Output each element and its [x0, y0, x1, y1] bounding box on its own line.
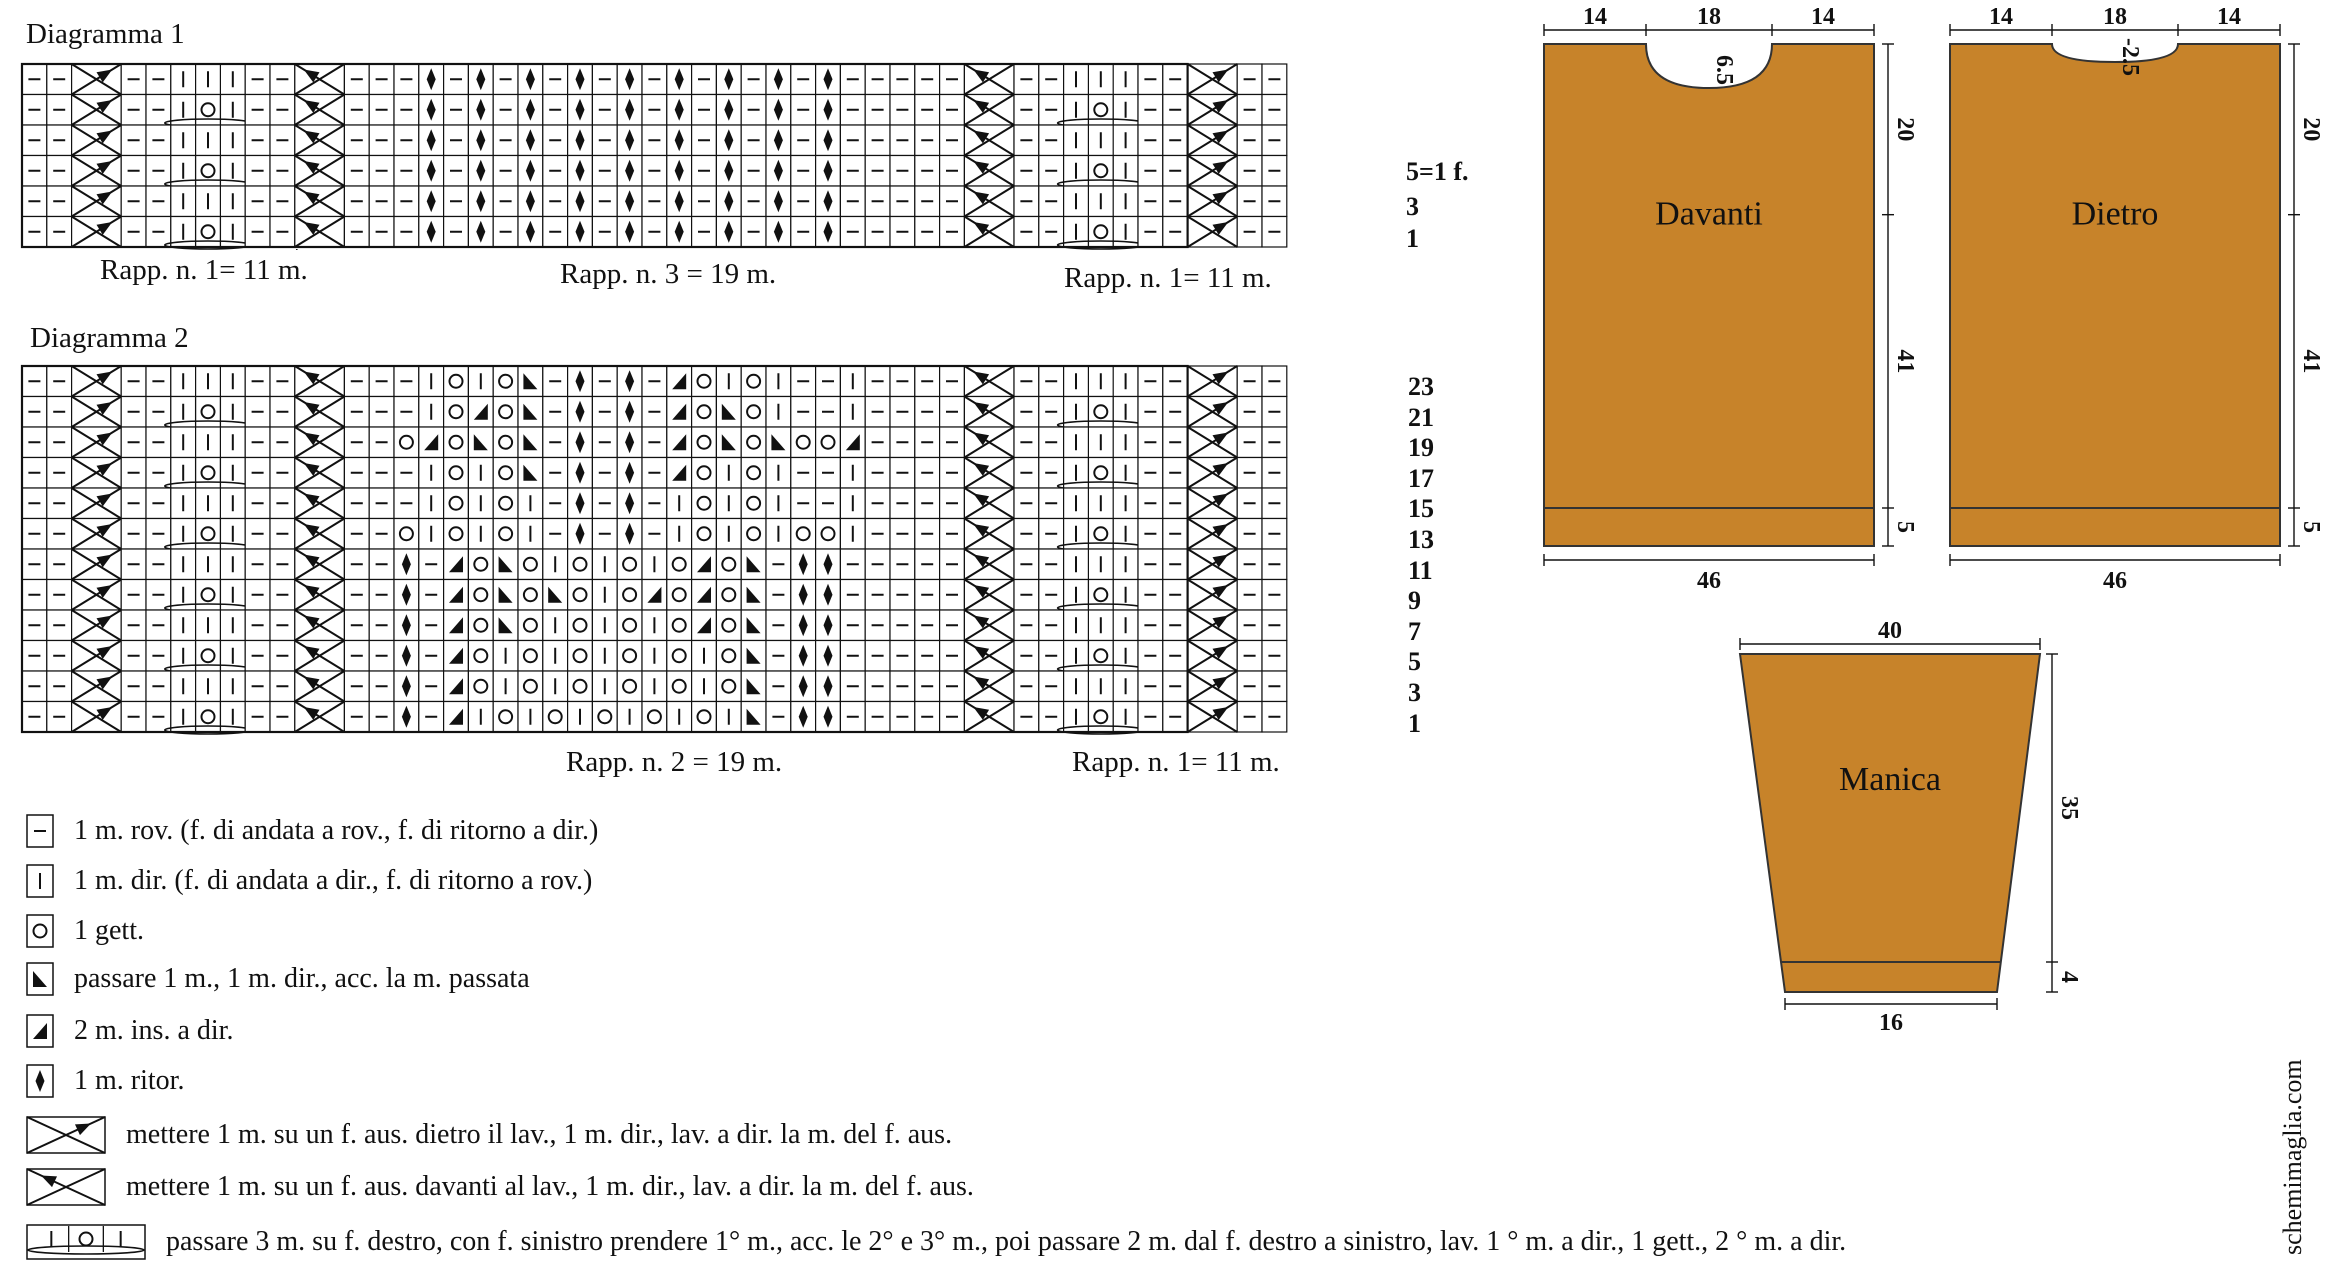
svg-text:4: 4	[2056, 971, 2082, 983]
diagram1-repeat-label: Rapp. n. 1= 11 m.	[1064, 262, 1272, 294]
back-piece	[1949, 24, 2300, 566]
legend-item-purl-dash: 1 m. rov. (f. di andata a rov., f. di ri…	[26, 814, 598, 848]
svg-text:41: 41	[2298, 349, 2324, 373]
diagram2-row-label: 21	[1408, 402, 1434, 432]
chart-row	[21, 395, 1288, 430]
legend-text: 1 gett.	[74, 915, 144, 946]
ssk-left-triangle-icon	[26, 962, 54, 996]
three-stitch-wrap-icon	[26, 1224, 146, 1260]
chart-row	[21, 365, 1288, 398]
chart-row	[21, 93, 1288, 128]
twisted-diamond-icon	[26, 1064, 54, 1098]
diagram2-row-label: 11	[1408, 555, 1433, 585]
legend-text: mettere 1 m. su un f. aus. dietro il lav…	[126, 1119, 953, 1150]
chart-row	[21, 578, 1288, 613]
diagram1-chart	[20, 62, 1288, 250]
svg-text:-2.5: -2.5	[2117, 38, 2143, 76]
legend-item-cross-front: mettere 1 m. su un f. aus. davanti al la…	[26, 1168, 974, 1206]
chart-row	[21, 426, 1288, 459]
legend-item-k2tog-right-triangle: 2 m. ins. a dir.	[26, 1014, 233, 1048]
legend-text: 1 m. dir. (f. di andata a dir., f. di ri…	[74, 865, 593, 896]
legend-text: passare 3 m. su f. destro, con f. sinist…	[166, 1226, 1847, 1257]
svg-text:6.5: 6.5	[1711, 55, 1737, 85]
diagram1-repeat-label: Rapp. n. 1= 11 m.	[100, 254, 308, 286]
diagram2-row-label: 23	[1408, 372, 1434, 401]
legend-item-three-stitch-wrap: passare 3 m. su f. destro, con f. sinist…	[26, 1224, 1846, 1260]
diagram1-title: Diagramma 1	[26, 18, 185, 50]
diagram2-title: Diagramma 2	[30, 322, 189, 354]
legend-text: passare 1 m., 1 m. dir., acc. la m. pass…	[74, 963, 530, 994]
svg-text:18: 18	[1697, 4, 1721, 30]
legend-item-ssk-left-triangle: passare 1 m., 1 m. dir., acc. la m. pass…	[26, 962, 530, 996]
diagram1-repeat-label: Rapp. n. 3 = 19 m.	[560, 258, 777, 290]
purl-dash-icon	[26, 814, 54, 848]
chart-row	[21, 609, 1288, 642]
chart-row	[21, 215, 1288, 250]
diagram1-row-label: 3	[1406, 192, 1419, 221]
legend-text: 2 m. ins. a dir.	[74, 1015, 234, 1046]
knit-bar-icon	[26, 864, 54, 898]
diagram2-row-label: 9	[1408, 586, 1421, 616]
svg-text:35: 35	[2056, 796, 2082, 820]
svg-text:14: 14	[1989, 4, 2013, 30]
legend-text: 1 m. rov. (f. di andata a rov., f. di ri…	[74, 815, 599, 846]
sleeve-label: Manica	[1839, 761, 1941, 798]
chart-row	[21, 548, 1288, 581]
svg-text:14: 14	[1811, 4, 1835, 30]
diagram2-repeat-label: Rapp. n. 2 = 19 m.	[566, 746, 783, 778]
legend-item-knit-bar: 1 m. dir. (f. di andata a dir., f. di ri…	[26, 864, 592, 898]
chart-row	[21, 185, 1288, 218]
chart-row	[21, 154, 1288, 189]
svg-text:5: 5	[1892, 521, 1918, 533]
svg-text:40: 40	[1878, 618, 1902, 644]
diagram2-row-label: 19	[1408, 433, 1434, 463]
legend-item-yarn-over-circle: 1 gett.	[26, 914, 144, 948]
diagram2-row-label: 3	[1408, 678, 1421, 707]
diagram2-chart	[20, 364, 1288, 735]
svg-text:14: 14	[2217, 4, 2241, 30]
back-label: Dietro	[2072, 196, 2159, 233]
legend-item-cross-back: mettere 1 m. su un f. aus. dietro il lav…	[26, 1116, 952, 1154]
front-piece	[1543, 24, 1894, 566]
svg-text:46: 46	[2103, 568, 2127, 594]
chart-row	[21, 124, 1288, 157]
svg-text:20: 20	[2298, 117, 2324, 141]
svg-text:14: 14	[1583, 4, 1607, 30]
diagram2-row-label: 13	[1408, 525, 1434, 554]
chart-row	[21, 456, 1288, 491]
legend-text: mettere 1 m. su un f. aus. davanti al la…	[126, 1171, 974, 1202]
chart-row	[21, 63, 1288, 96]
svg-text:16: 16	[1879, 1010, 1903, 1036]
svg-text:5: 5	[2298, 521, 2324, 533]
svg-text:41: 41	[1892, 349, 1918, 373]
chart-row	[21, 639, 1288, 674]
svg-text:18: 18	[2103, 4, 2127, 30]
cross-front-icon	[26, 1168, 106, 1206]
diagram2-row-label: 1	[1408, 708, 1421, 738]
svg-text:46: 46	[1697, 568, 1721, 594]
watermark: schemimaglia.com	[2278, 1059, 2307, 1255]
k2tog-right-triangle-icon	[26, 1014, 54, 1048]
chart-row	[21, 487, 1288, 520]
garment-schematics: Davanti 14 18 14 6.5 20 41 5 46 Dietro 14 18 14 -2.5 2…	[1543, 4, 2324, 1036]
diagram2-row-label: 7	[1408, 616, 1421, 646]
diagram2-repeat-label: Rapp. n. 1= 11 m.	[1072, 746, 1280, 778]
diagram1-row-label: 5=1 f.	[1406, 157, 1469, 186]
diagram2-row-label: 15	[1408, 494, 1434, 524]
legend-text: 1 m. ritor.	[74, 1065, 185, 1096]
sleeve-piece	[1738, 638, 2058, 1010]
diagram1-row-label: 1	[1406, 224, 1419, 253]
legend-item-twisted-diamond: 1 m. ritor.	[26, 1064, 184, 1098]
front-label: Davanti	[1655, 196, 1763, 233]
svg-text:20: 20	[1892, 117, 1918, 141]
yarn-over-circle-icon	[26, 914, 54, 948]
chart-row	[21, 700, 1288, 735]
diagram2-row-label: 17	[1408, 463, 1434, 493]
chart-row	[21, 670, 1288, 703]
cross-back-icon	[26, 1116, 106, 1154]
diagram2-row-label: 5	[1408, 647, 1421, 677]
chart-row	[21, 517, 1288, 552]
